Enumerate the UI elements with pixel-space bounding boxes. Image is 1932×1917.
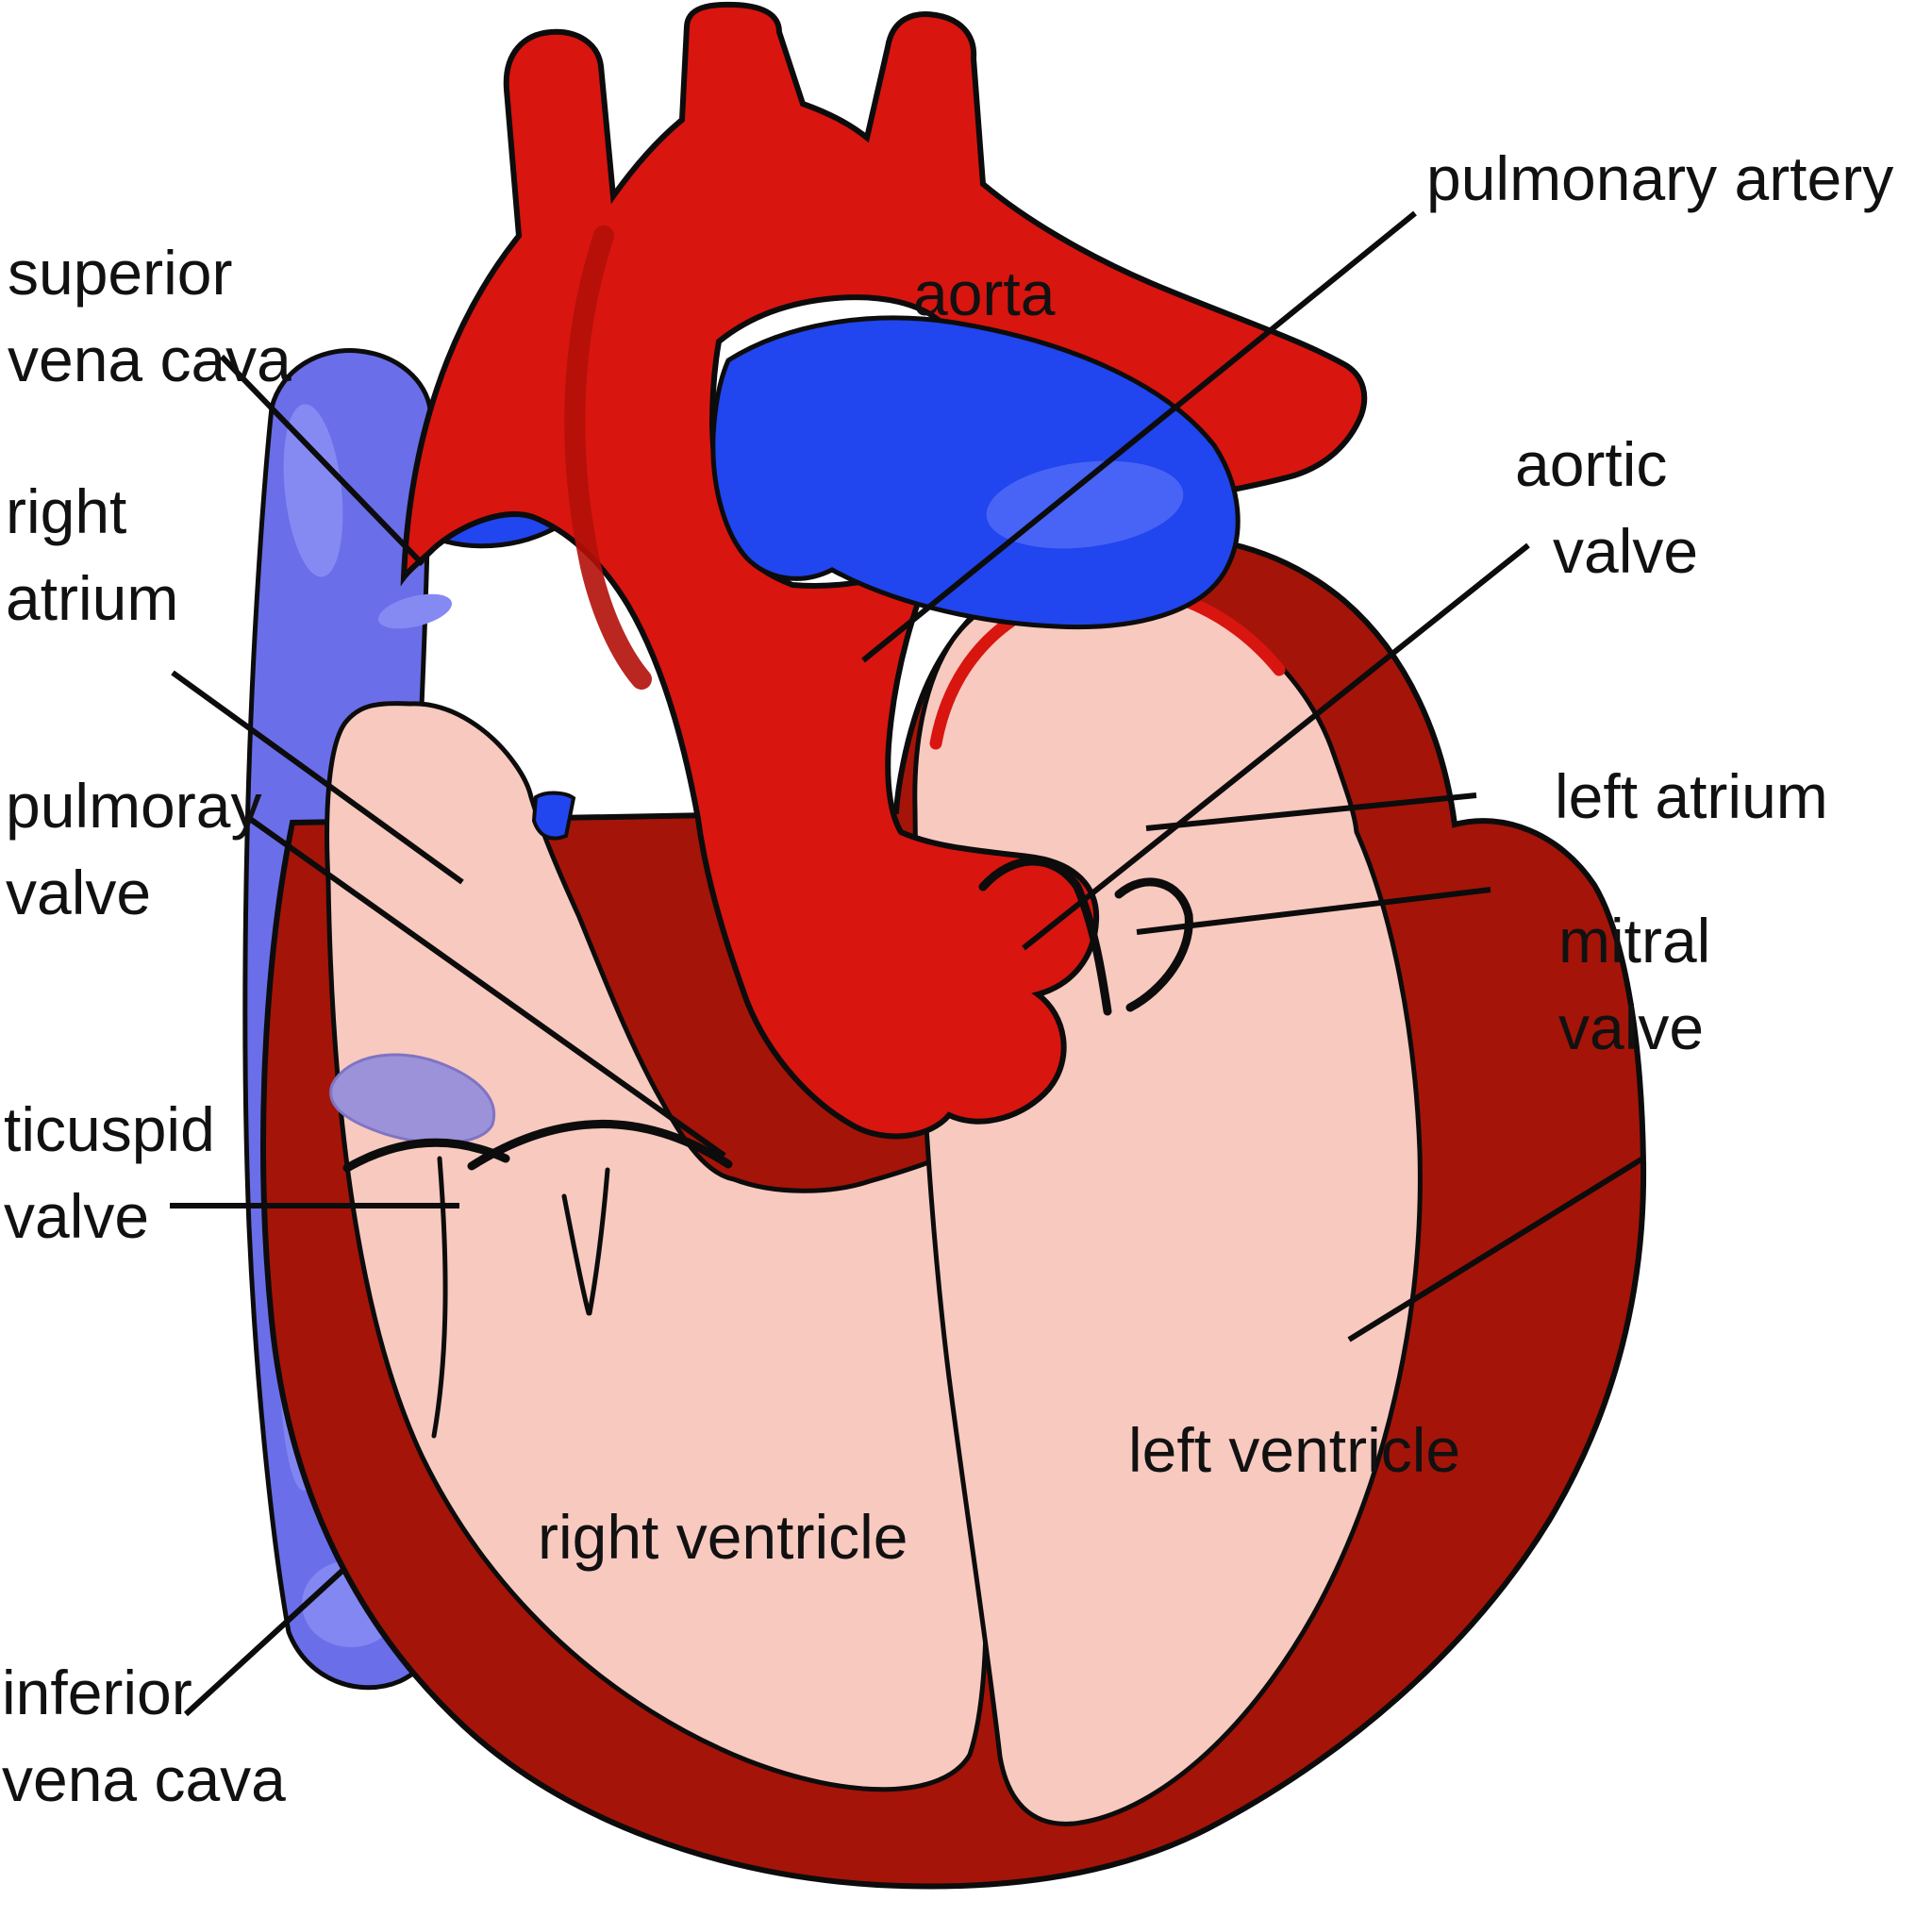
label-line: aorta <box>913 258 1056 328</box>
label-pulmonary-artery: pulmonary artery <box>1426 135 1893 222</box>
label-line: inferior <box>2 1658 192 1727</box>
label-line: valve <box>1558 992 1705 1062</box>
label-line: left ventricle <box>1128 1415 1461 1485</box>
label-pulmonary-valve: pulmoray valve <box>6 762 261 936</box>
left-atrium-leader-line <box>1145 792 1477 831</box>
pulmonary-artery-leader-line <box>861 210 1417 663</box>
label-line: vena cava <box>8 325 291 394</box>
mitral-valve-leaflet-left <box>978 857 1112 1016</box>
tricuspid-valve-tail-left <box>431 1156 448 1439</box>
label-line: atrium <box>6 563 179 633</box>
label-line: valve <box>6 858 152 927</box>
label-line: vena cava <box>2 1744 286 1814</box>
label-left-ventricle: left ventricle <box>1128 1407 1460 1493</box>
trunk-sliver-shape <box>531 791 576 841</box>
left-ventricle-leader-line <box>1347 1155 1646 1342</box>
label-inferior-vena-cava: inferior vena cava <box>2 1649 286 1823</box>
mitral-valve-leaflet-right <box>1114 877 1193 1012</box>
label-line: right ventricle <box>538 1502 908 1572</box>
pulmonary-artery-highlight <box>986 460 1184 549</box>
tricuspid-valve-arc-right <box>467 1120 733 1171</box>
right-atrium-ventricle-shape <box>325 701 989 1792</box>
label-line: aortic <box>1515 429 1668 499</box>
inferior-vena-cava-leader-line <box>183 1566 347 1717</box>
aorta-shadow-crescent <box>564 225 652 690</box>
label-right-ventricle: right ventricle <box>538 1493 908 1580</box>
tricuspid-valve-arc-left <box>342 1138 510 1173</box>
label-line: superior <box>8 238 233 308</box>
fossa-ovalis-shape <box>329 1053 495 1144</box>
label-line: pulmonary artery <box>1426 143 1894 213</box>
aortic-valve-leader-line <box>1022 542 1530 951</box>
label-tricuspid-valve: ticuspid valve <box>4 1086 215 1259</box>
label-mitral-valve: mitral valve <box>1558 897 1710 1071</box>
tricuspid-valve-tail-b <box>587 1167 610 1316</box>
label-line: valve <box>1553 516 1699 586</box>
tricuspid-valve-tail-a <box>561 1193 591 1316</box>
label-left-atrium: left atrium <box>1555 753 1828 840</box>
pulmonary-valve-leader-line <box>248 816 726 1159</box>
label-aortic-valve: aortic valve <box>1515 421 1698 594</box>
mitral-valve-leader-line <box>1136 887 1491 935</box>
label-superior-vena-cava: superior vena cava <box>8 229 291 403</box>
label-line: left atrium <box>1555 761 1828 831</box>
label-line: ticuspid <box>4 1094 215 1164</box>
pulmonary-artery-shape <box>710 315 1241 630</box>
right-atrium-leader-line <box>171 670 464 885</box>
label-line: pulmoray <box>6 771 262 841</box>
label-line: mitral <box>1558 906 1711 975</box>
label-line: right <box>6 476 127 546</box>
superior-vena-cava-leader-line <box>219 354 425 567</box>
label-right-atrium: right atrium <box>6 468 178 642</box>
label-line: valve <box>4 1181 150 1251</box>
valve-linework <box>342 857 1193 1439</box>
label-aorta: aorta <box>913 250 1055 337</box>
svc-highlight <box>283 404 343 577</box>
leader-lines <box>170 210 1646 1717</box>
svc-lower-highlight <box>377 593 453 629</box>
